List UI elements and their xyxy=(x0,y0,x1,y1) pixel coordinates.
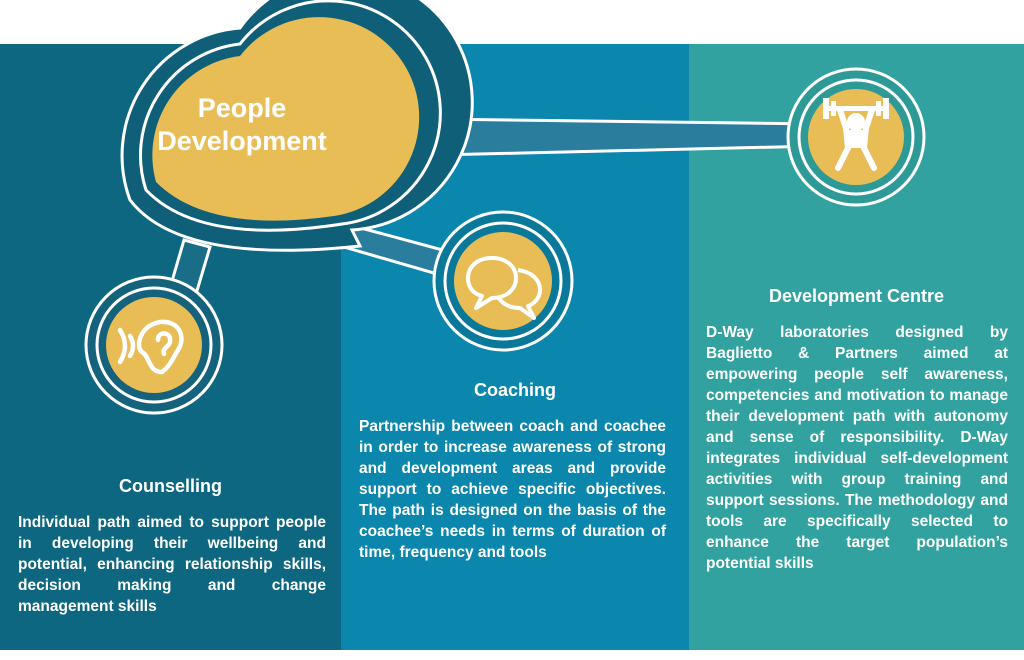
coaching-description: Partnership between coach and coachee in… xyxy=(359,418,666,561)
counselling-node xyxy=(84,275,224,415)
coaching-node xyxy=(432,210,574,352)
counselling-description: Individual path aimed to support people … xyxy=(18,514,326,615)
hub-title-line-2: Development xyxy=(157,126,327,156)
development-centre-title: Development Centre xyxy=(768,286,945,306)
counselling-title: Counselling xyxy=(119,476,222,496)
coaching-title: Coaching xyxy=(473,380,556,400)
development-centre-node xyxy=(786,67,926,207)
development-centre-description: D-Way laboratories designed by Baglietto… xyxy=(706,324,1008,572)
speech-bubbles-icon xyxy=(466,256,542,320)
hub-title-line-1: People xyxy=(197,93,287,123)
weightlifter-icon xyxy=(823,98,889,171)
hub-pin-icon xyxy=(120,0,474,252)
hub-title: People Development xyxy=(142,92,342,158)
ear-icon xyxy=(117,319,184,375)
